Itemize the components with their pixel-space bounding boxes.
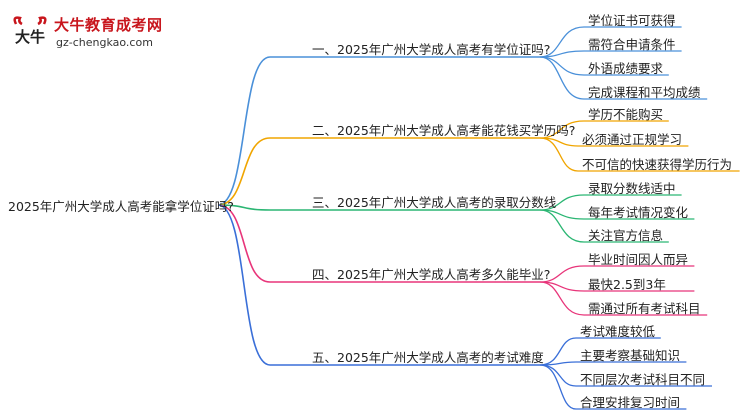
- leaf-connector: [539, 194, 682, 211]
- leaf-node: 需通过所有考试科目: [588, 301, 701, 316]
- leaf-node: 录取分数线适中: [588, 181, 676, 196]
- leaf-connector: [539, 337, 661, 366]
- leaf-connector: [539, 265, 695, 283]
- branch-connector: [217, 56, 540, 206]
- leaf-node: 必须通过正规学习: [582, 132, 683, 147]
- branch-node: 五、2025年广州大学成人高考的考试难度: [312, 350, 544, 365]
- branch-node: 四、2025年广州大学成人高考多久能毕业?: [312, 267, 551, 282]
- leaf-node: 完成课程和平均成绩: [588, 85, 701, 100]
- leaf-node: 合理安排复习时间: [580, 395, 681, 410]
- leaf-connector: [539, 50, 682, 58]
- leaf-connector: [539, 120, 669, 139]
- leaf-node: 不可信的快速获得学历行为: [582, 157, 733, 172]
- leaf-node: 学历不能购买: [588, 107, 664, 122]
- leaf-connector: [539, 361, 687, 366]
- leaf-node: 关注官方信息: [588, 228, 664, 243]
- leaf-connector: [539, 56, 708, 100]
- leaf-node: 毕业时间因人而异: [588, 252, 689, 267]
- branch-node: 二、2025年广州大学成人高考能花钱买学历吗?: [312, 123, 576, 138]
- leaf-connector: [539, 26, 682, 58]
- root-node: 2025年广州大学成人高考能拿学位证吗?: [8, 199, 234, 214]
- leaf-connector: [539, 281, 708, 316]
- branch-node: 一、2025年广州大学成人高考有学位证吗?: [312, 42, 551, 57]
- leaf-node: 主要考察基础知识: [580, 348, 681, 363]
- leaf-connector: [539, 56, 669, 76]
- logo-site-name: 大牛教育成考网: [54, 16, 163, 34]
- leaf-node: 不同层次考试科目不同: [580, 372, 706, 387]
- leaf-connector: [539, 209, 669, 243]
- ox-logo-icon: 大牛: [13, 16, 47, 46]
- leaf-connector: [539, 364, 687, 410]
- leaf-node: 外语成绩要求: [588, 61, 664, 76]
- logo-site-url: gz-chengkao.com: [56, 36, 153, 49]
- branch-connector: [217, 204, 540, 211]
- leaf-node: 最快2.5到3年: [588, 277, 666, 292]
- logo-mark-text: 大牛: [15, 28, 45, 46]
- leaf-connector: [539, 137, 740, 172]
- site-logo[interactable]: 大牛 大牛教育成考网 gz-chengkao.com: [10, 12, 170, 54]
- branch-connector: [217, 204, 540, 366]
- leaf-node: 考试难度较低: [580, 324, 656, 339]
- branch-node: 三、2025年广州大学成人高考的录取分数线: [312, 195, 557, 210]
- leaf-node: 每年考试情况变化: [588, 205, 689, 220]
- branch-connector: [217, 204, 540, 283]
- branch-connector: [217, 137, 540, 206]
- leaf-node: 学位证书可获得: [588, 13, 676, 28]
- leaf-node: 需符合申请条件: [588, 37, 676, 52]
